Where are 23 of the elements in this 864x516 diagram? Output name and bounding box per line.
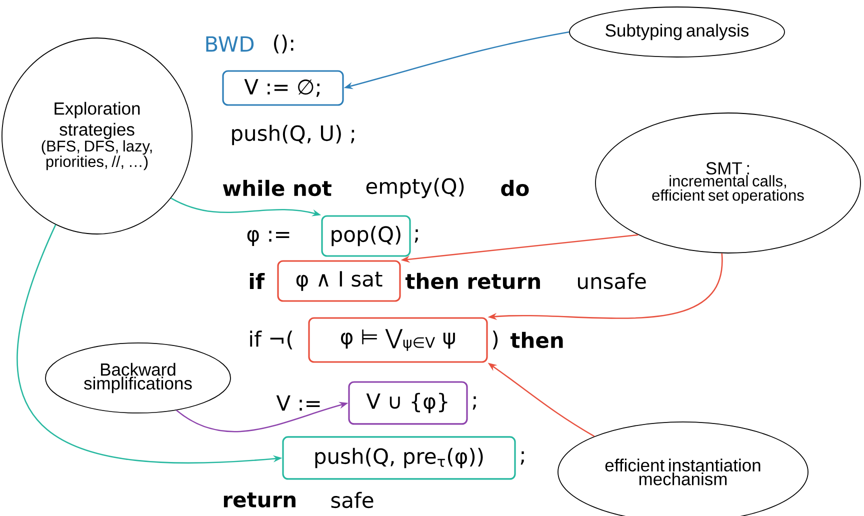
keyword: if xyxy=(250,273,265,289)
code-text: ; xyxy=(414,229,418,243)
code-box: V := ∅; xyxy=(222,70,344,106)
code-text: empty(Q) xyxy=(366,178,464,198)
code-text: BWD xyxy=(206,36,254,52)
code-text: push(Q, U) ; xyxy=(232,124,354,146)
code-text: V := xyxy=(276,395,320,411)
code-box: pop(Q) xyxy=(321,215,411,257)
keyword: then return xyxy=(406,272,540,290)
keyword: while not xyxy=(222,180,332,196)
code-text: φ := xyxy=(247,230,290,246)
keyword: then xyxy=(510,332,563,348)
code-text: ; xyxy=(472,396,476,410)
code-text: ) xyxy=(492,330,498,350)
keyword: return xyxy=(224,492,296,508)
code-box: φ ∧ I sat xyxy=(277,260,401,302)
code-text: ; xyxy=(520,451,524,465)
code-box: V ∪ {φ} xyxy=(348,381,468,425)
code-box: push(Q, pre$_{τ}$(φ)) xyxy=(282,436,516,480)
code-text: unsafe xyxy=(578,272,646,290)
keyword: do xyxy=(501,180,529,196)
code-text: if ¬( xyxy=(250,330,292,350)
code-box: φ ⊨ ⋁$_{ψ∈V}$ ψ xyxy=(308,317,488,363)
